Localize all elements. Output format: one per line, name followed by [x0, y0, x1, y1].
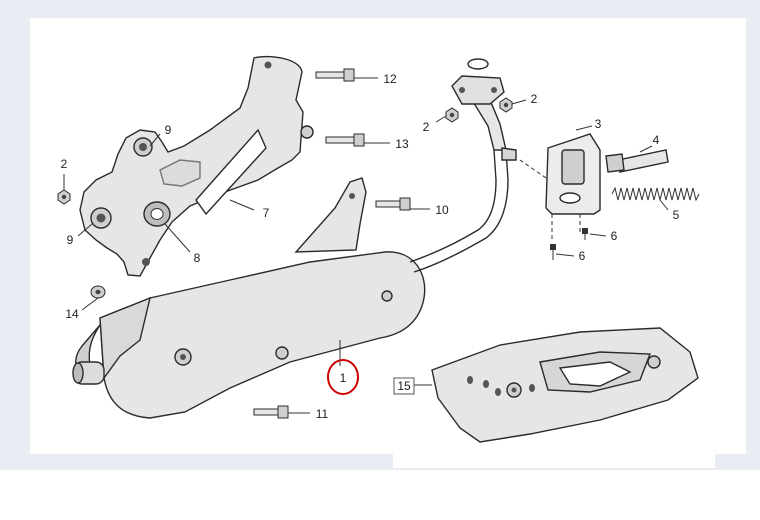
callout-2-flange-left[interactable]: 2 — [423, 120, 430, 134]
diagram-canvas-extension — [393, 454, 715, 468]
spring — [611, 186, 700, 202]
highlight-circle — [327, 359, 359, 395]
callout-2-flange-right[interactable]: 2 — [531, 92, 538, 106]
leader-lines — [63, 77, 669, 414]
callout-15-box — [393, 377, 415, 395]
callout-14[interactable]: 14 — [65, 307, 79, 321]
callout-9-lower[interactable]: 9 — [67, 233, 74, 247]
hose-clamp — [605, 149, 669, 173]
callout-labels: 1 2 2 2 3 4 5 6 6 7 8 9 9 10 11 12 13 14… — [61, 72, 680, 421]
callout-1[interactable]: 1 — [340, 371, 347, 385]
heat-shield — [431, 327, 699, 443]
washer — [90, 285, 106, 299]
callout-6-upper[interactable]: 6 — [611, 229, 618, 243]
callout-15[interactable]: 15 — [397, 379, 411, 393]
screw-upper — [582, 228, 588, 240]
gasket — [467, 58, 489, 70]
callout-13[interactable]: 13 — [395, 137, 409, 151]
callout-8[interactable]: 8 — [194, 251, 201, 265]
screw-lower — [550, 244, 556, 260]
callout-7[interactable]: 7 — [263, 206, 270, 220]
exhaust-pipe — [451, 58, 517, 161]
oxygen-sensor-bracket — [519, 133, 601, 240]
bolt-top — [315, 68, 355, 82]
callout-10[interactable]: 10 — [435, 203, 449, 217]
callout-5[interactable]: 5 — [673, 208, 680, 222]
bolt-bottom — [253, 405, 289, 419]
callout-4[interactable]: 4 — [653, 133, 660, 147]
muffler-mount-plate — [294, 177, 367, 253]
muffler — [72, 149, 509, 419]
nut-flange-left — [445, 107, 459, 123]
pipe-flange — [451, 75, 505, 105]
callout-9-upper[interactable]: 9 — [165, 123, 172, 137]
callout-3[interactable]: 3 — [595, 117, 602, 131]
nut-flange-right — [499, 97, 513, 113]
callout-2-left[interactable]: 2 — [61, 157, 68, 171]
bolt-muffler-bracket — [375, 197, 411, 211]
callout-12[interactable]: 12 — [383, 72, 397, 86]
callout-11[interactable]: 11 — [316, 407, 329, 421]
callout-6-lower[interactable]: 6 — [579, 249, 586, 263]
bolt-middle — [325, 133, 365, 147]
nut-left — [57, 189, 71, 205]
mounting-bracket — [79, 55, 314, 277]
